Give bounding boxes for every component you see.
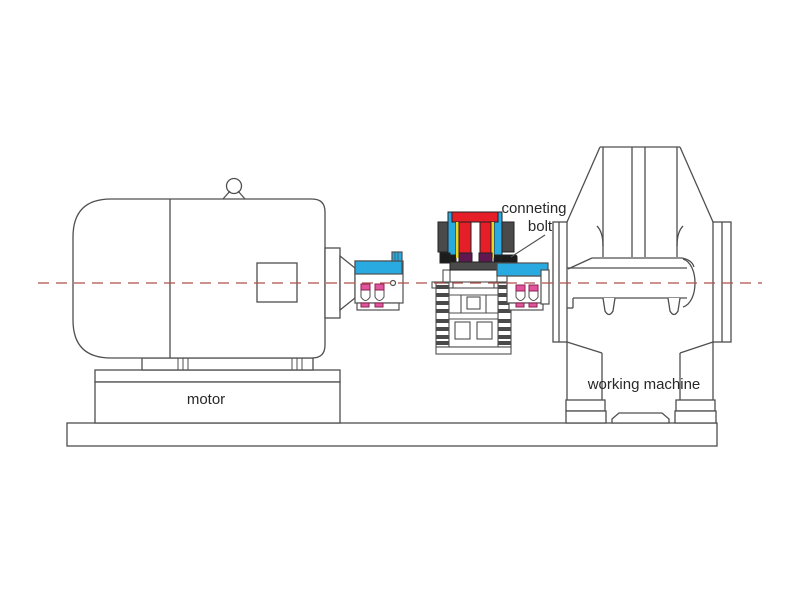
gear-teeth-left: [436, 285, 449, 345]
lifting-eye-ring: [225, 177, 243, 195]
bolt-tip: [374, 302, 384, 308]
shaft-collar: [540, 269, 550, 305]
motor-body: [72, 198, 326, 359]
common-base-plate: [66, 422, 718, 447]
motor-base-block: [94, 381, 341, 424]
working-machine: [552, 146, 732, 424]
column-left: [458, 221, 472, 258]
bolt-head: [374, 283, 385, 291]
foot-right-pad: [674, 410, 717, 424]
drain-tab-left: [602, 297, 616, 316]
hub-left-bolts: [360, 283, 385, 308]
drain-tab-right: [667, 297, 681, 316]
pedestal-slope-right: [679, 146, 714, 223]
motor-base-top-strip: [94, 369, 341, 383]
hub-right-body: [506, 275, 546, 304]
frame-lower-block: [476, 321, 493, 340]
base-plates: [66, 369, 718, 447]
coupling-hub-right: [496, 262, 550, 311]
bolt-head: [360, 283, 371, 291]
hub-right-bolts: [515, 284, 539, 308]
connecting-bolt-label-line2: bolt: [528, 218, 553, 235]
motor-feet-bolt-lines: [177, 358, 303, 370]
motor-feet-rail: [141, 357, 314, 371]
bolt-tip: [528, 302, 538, 308]
frame-lower-block: [454, 321, 471, 340]
hub-right-lip: [508, 302, 544, 311]
coupling-bottom-plate: [435, 346, 512, 355]
coupling-elastic-element: [437, 211, 518, 271]
bolt-tip: [360, 302, 370, 308]
bottom-bar: [449, 261, 503, 271]
bolt-tip: [515, 302, 525, 308]
coupling-hub-left: [354, 251, 404, 311]
center-mark: [389, 279, 397, 287]
working-machine-label: working machine: [587, 376, 701, 393]
motor-label: motor: [187, 391, 225, 408]
bolt-shank: [360, 290, 371, 301]
clamp-left: [439, 252, 451, 264]
foot-left-pad: [565, 410, 607, 424]
coupling-flange-plate: [442, 269, 498, 283]
connecting-bolt-leader-line: [510, 234, 546, 258]
gear-teeth-right: [498, 285, 511, 345]
labels: motor working machine conneting bolt: [187, 200, 700, 408]
bolt-head: [528, 284, 539, 292]
coupling-center-lower: [431, 269, 516, 355]
pedestal-slope-left: [566, 146, 601, 223]
bolt-shank: [528, 291, 539, 301]
hub-right-sleeve: [496, 262, 549, 277]
foot-left: [565, 399, 606, 412]
elastic-strip-left: [456, 222, 459, 258]
elastic-strip-right: [491, 222, 494, 258]
column-right: [479, 221, 492, 258]
foot-right: [675, 399, 716, 412]
bolt-head: [515, 284, 526, 292]
flange-left: [552, 221, 568, 343]
connecting-bolt-label-line1: conneting: [501, 200, 566, 217]
center-pad: [611, 412, 670, 424]
lifting-eye: [222, 177, 246, 200]
hub-left-sleeve: [354, 260, 403, 275]
hub-left-fitting: [391, 251, 403, 262]
bolt-shank: [515, 291, 526, 301]
bolt-shank: [374, 290, 385, 301]
top-bar: [451, 211, 499, 223]
frame-center-block: [466, 296, 481, 310]
motor: [72, 177, 356, 371]
